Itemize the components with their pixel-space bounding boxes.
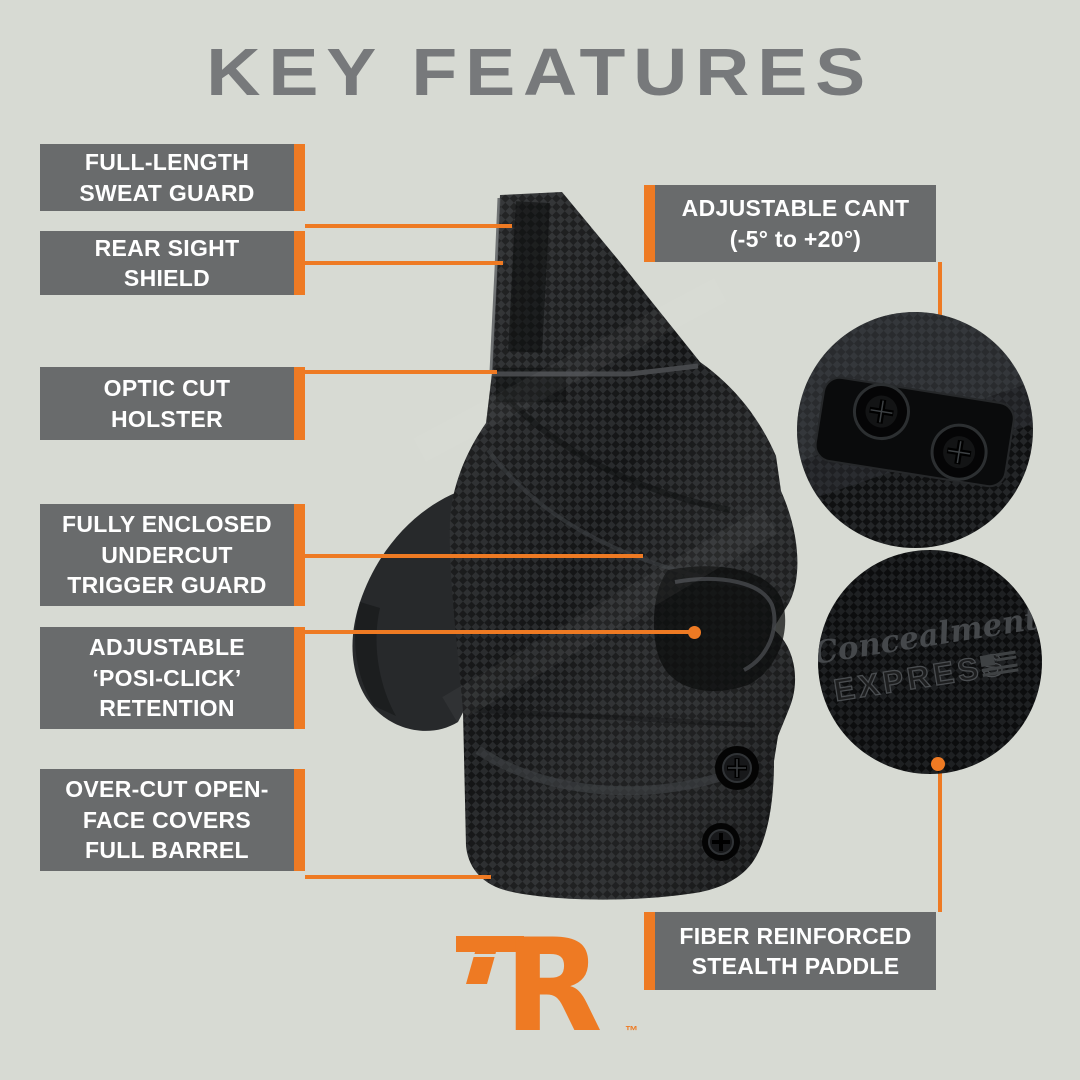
callout-trigger-guard: FULLY ENCLOSED UNDERCUT TRIGGER GUARD: [40, 504, 305, 606]
accent-stripe: [644, 185, 655, 262]
accent-stripe: [294, 144, 305, 211]
callout-stealth-paddle: FIBER REINFORCED STEALTH PADDLE: [644, 912, 936, 990]
callout-adjustable-cant: ADJUSTABLE CANT (-5° to +20°): [644, 185, 936, 262]
cant-hardware-closeup: [797, 312, 1033, 548]
inset-brand-stamp-photo: Concealment EXPRESS: [818, 550, 1042, 774]
flag-icon: [979, 650, 1019, 677]
callout-label: REAR SIGHT SHIELD: [94, 234, 240, 291]
retention-screws: [702, 746, 759, 861]
accent-stripe: [294, 627, 305, 729]
leader-line-rear-sight: [305, 261, 503, 265]
callout-full-length-sweat-guard: FULL-LENGTH SWEAT GUARD: [40, 144, 305, 211]
accent-stripe: [294, 769, 305, 871]
callout-label: OPTIC CUT HOLSTER: [103, 375, 231, 432]
leader-line-cant: [938, 262, 942, 315]
inset-adjustable-cant-photo: [797, 312, 1033, 548]
brand-stamp-closeup: Concealment EXPRESS: [818, 550, 1042, 774]
leader-line-over-cut: [305, 875, 491, 879]
leader-line-optic-cut: [305, 370, 497, 374]
callout-posi-click-retention: ADJUSTABLE ‘POSI-CLICK’ RETENTION: [40, 627, 305, 729]
holster-body: [413, 192, 798, 900]
callout-label: FULL-LENGTH SWEAT GUARD: [79, 149, 255, 206]
pointer-dot-retention: [688, 626, 701, 639]
leader-line-paddle: [938, 766, 942, 912]
brand-logo: R ™: [448, 908, 638, 1061]
accent-stripe: [294, 231, 305, 295]
callout-optic-cut-holster: OPTIC CUT HOLSTER: [40, 367, 305, 440]
leader-line-sweat-guard: [305, 224, 512, 228]
callout-over-cut-open-face: OVER-CUT OPEN- FACE COVERS FULL BARREL: [40, 769, 305, 871]
logo-letter: R: [504, 912, 603, 1038]
callout-rear-sight-shield: REAR SIGHT SHIELD: [40, 231, 305, 295]
trademark-symbol: ™: [625, 1023, 638, 1038]
pointer-dot-paddle: [931, 757, 945, 771]
callout-label: FULLY ENCLOSED UNDERCUT TRIGGER GUARD: [62, 511, 272, 599]
leader-line-trigger-guard: [305, 554, 643, 558]
accent-stripe: [294, 367, 305, 440]
page-title-text: KEY FEATURES: [206, 35, 874, 110]
callout-label: ADJUSTABLE ‘POSI-CLICK’ RETENTION: [89, 634, 245, 722]
callout-label: ADJUSTABLE CANT (-5° to +20°): [681, 195, 910, 252]
pistol-icon: [456, 936, 524, 984]
page-title: KEY FEATURES: [0, 34, 1080, 111]
accent-stripe: [644, 912, 655, 990]
leader-line-retention: [305, 630, 694, 634]
callout-label: OVER-CUT OPEN- FACE COVERS FULL BARREL: [65, 776, 269, 864]
callout-label: FIBER REINFORCED STEALTH PADDLE: [679, 922, 912, 979]
accent-stripe: [294, 504, 305, 606]
brand-logo-graphic: R: [456, 912, 603, 1061]
holster-photo: [352, 192, 798, 900]
cant-screw-plate: [814, 376, 1015, 488]
